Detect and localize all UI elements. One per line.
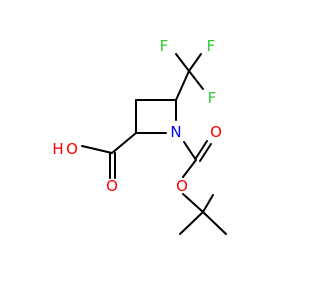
- bond-c4-cf3: [175, 70, 190, 101]
- molecule-structure: F F F N H O O O O: [52, 37, 227, 235]
- bond-acid-c-oh: [81, 145, 113, 154]
- acid-carbonyl-oxygen-label: O: [106, 177, 118, 195]
- bonds: [81, 53, 227, 235]
- bond-boc-c-o-ester: [182, 159, 197, 178]
- bond-tbu-methyl-right: [202, 211, 227, 235]
- bond-boc-c-o-double-a: [195, 140, 208, 159]
- fluorine-atom-label: F: [207, 37, 216, 55]
- bond-c2-acid-c: [111, 132, 137, 154]
- boc-carbonyl-oxygen-label: O: [210, 123, 222, 141]
- bond-tbu-methyl-top: [202, 194, 214, 213]
- bond-cf3-f-right: [188, 70, 204, 90]
- bond-boc-c-o-double-b: [199, 143, 212, 162]
- bond-o-ester-tbu: [182, 193, 204, 213]
- bond-cf3-f-top-left: [175, 53, 190, 72]
- nitrogen-atom-label: N: [170, 123, 181, 141]
- hydroxyl-oxygen-label: O: [66, 140, 78, 158]
- fluorine-atom-label: F: [208, 89, 217, 107]
- fluorine-atom-label: F: [160, 37, 169, 55]
- atom-labels: F F F N H O O O O: [52, 37, 222, 195]
- bond-cf3-f-top-right: [188, 53, 202, 72]
- ester-oxygen-label: O: [176, 177, 188, 195]
- structure-canvas: F F F N H O O O O: [52, 37, 227, 235]
- bond-n-boc-c: [183, 141, 197, 161]
- bond-tbu-methyl-left: [179, 211, 204, 235]
- hydroxyl-hydrogen-label: H: [52, 140, 63, 158]
